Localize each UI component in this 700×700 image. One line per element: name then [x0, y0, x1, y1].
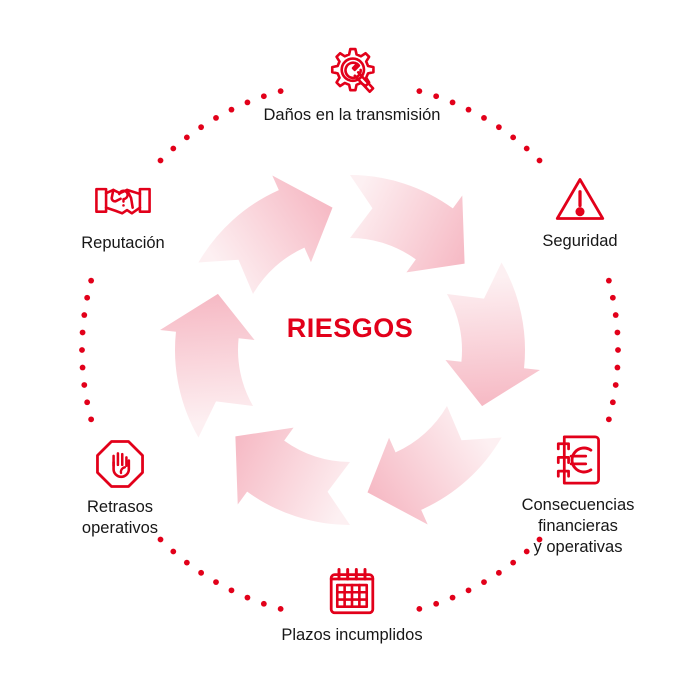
node-label: Consecuencias financieras y operativas — [521, 496, 635, 556]
stop-hand-icon — [5, 434, 235, 490]
center-label: RIESGOS — [286, 313, 414, 343]
node-label: Seguridad — [542, 232, 618, 250]
handshake-question-icon — [8, 170, 238, 226]
calendar-icon — [237, 562, 467, 618]
node-label: Retrasos operativos — [81, 498, 159, 537]
node-label: Reputación — [81, 234, 165, 252]
node-transmission[interactable]: Daños en la transmisión — [237, 42, 467, 126]
node-financieras[interactable]: Consecuencias financieras y operativas — [463, 432, 693, 558]
node-label: Plazos incumplidos — [281, 626, 423, 644]
node-plazos[interactable]: Plazos incumplidos — [237, 562, 467, 646]
euro-notebook-icon — [463, 432, 693, 488]
node-reputacion[interactable]: Reputación — [8, 170, 238, 254]
node-retrasos[interactable]: Retrasos operativos — [5, 434, 235, 539]
warning-triangle-icon — [465, 168, 695, 224]
node-seguridad[interactable]: Seguridad — [465, 168, 695, 252]
node-label: Daños en la transmisión — [263, 106, 441, 124]
gear-wrench-icon — [237, 42, 467, 98]
